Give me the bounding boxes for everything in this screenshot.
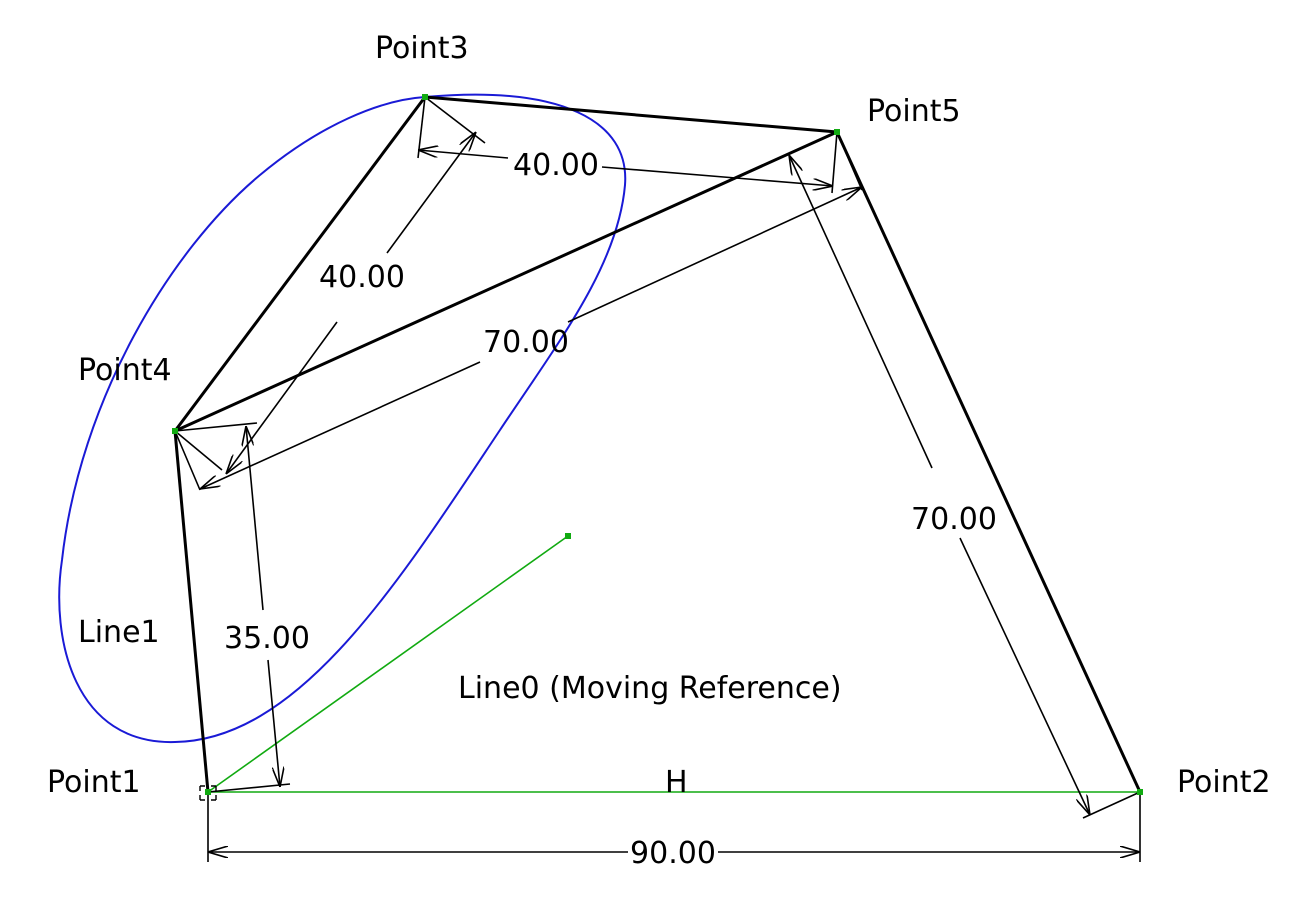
line1-label: Line1 [78,615,160,650]
dimension-p4-p5-value: 70.00 [483,325,569,360]
dimension-p5-p2-value: 70.00 [911,502,997,537]
dimension-p1-p4: 35.00 [174,422,310,793]
dimension-p1-p2-value: 90.00 [630,836,716,871]
link-p5-p2 [835,131,1142,793]
dimension-p1-p2: 90.00 [207,795,1141,871]
coupler-curve [58,93,627,744]
line0-moving-reference [207,535,569,793]
dimension-p3-p5: 40.00 [417,96,838,194]
link-p3-p5 [424,95,838,134]
point5-marker[interactable] [834,129,840,135]
point5-label: Point5 [867,94,961,129]
dimension-p3-p5-value: 40.00 [513,148,599,183]
point4-label: Point4 [78,353,172,388]
link-p1-p4 [173,430,210,793]
dimension-p4-p5: 70.00 [174,131,862,491]
line0-label: Line0 (Moving Reference) [458,671,842,706]
point1-label: Point1 [47,765,141,800]
point1-ground-marker[interactable] [199,785,217,801]
dimension-p4-p3-value: 40.00 [319,260,405,295]
link-p4-p5 [174,130,838,433]
point4-marker[interactable] [172,428,178,434]
point2-marker[interactable] [1137,789,1143,795]
point3-marker[interactable] [422,94,428,100]
dimension-p5-p2: 70.00 [789,155,1141,819]
link-p4-p3 [173,96,427,432]
dimension-p4-p3: 40.00 [174,96,486,474]
point3-label: Point3 [375,31,469,66]
dimension-p1-p4-value: 35.00 [224,621,310,656]
line0-endpoint [565,533,571,539]
h-label: H [665,765,688,800]
point2-label: Point2 [1177,765,1271,800]
